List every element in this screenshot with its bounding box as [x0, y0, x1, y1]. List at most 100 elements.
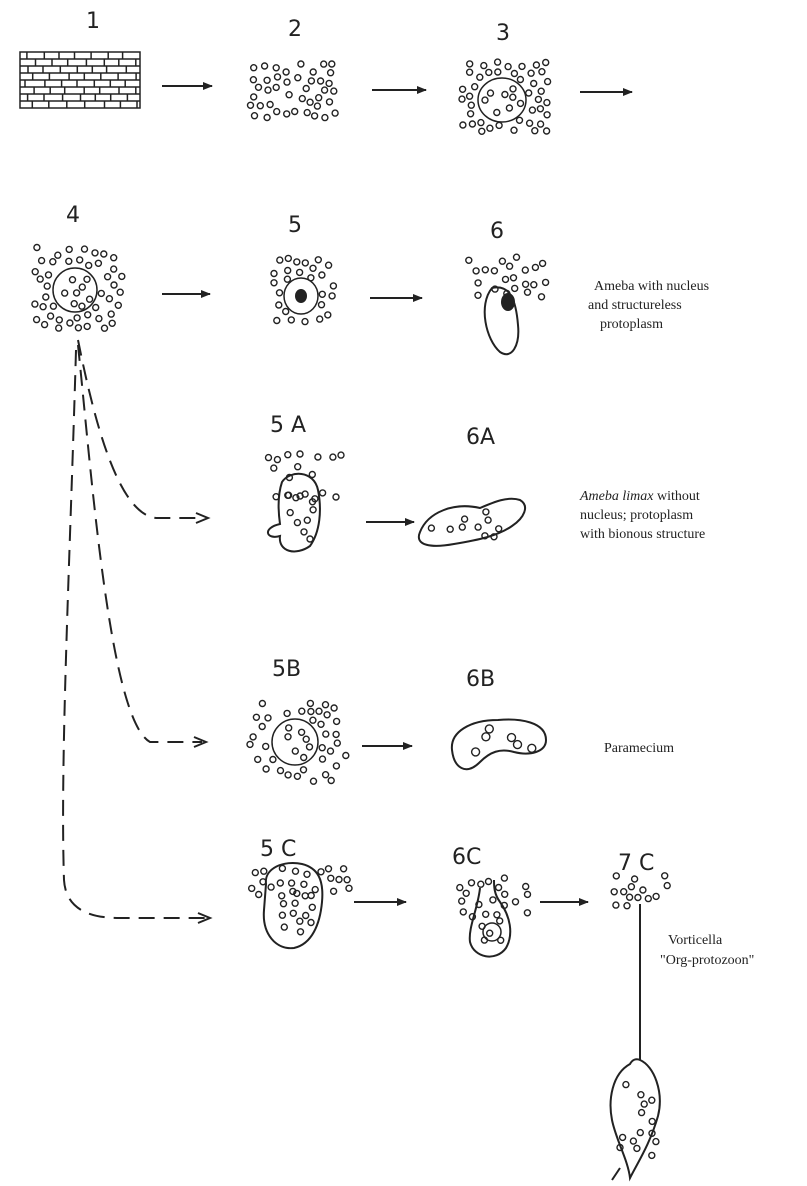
- bion-dot: [475, 292, 481, 298]
- bion-dot: [510, 86, 516, 92]
- bion-dot: [333, 763, 339, 769]
- bion-dot: [292, 748, 298, 754]
- bion-dot: [478, 881, 484, 887]
- bion-dot: [517, 77, 523, 83]
- bion-dot: [34, 245, 40, 251]
- bion-dot: [115, 302, 121, 308]
- bion-dot: [85, 312, 91, 318]
- bion-dot: [514, 254, 520, 260]
- bion-dot: [312, 887, 318, 893]
- bion-dot: [74, 315, 80, 321]
- bion-dot: [613, 902, 619, 908]
- bion-dot: [334, 718, 340, 724]
- bion-dot: [281, 924, 287, 930]
- bion-dot: [303, 913, 309, 919]
- stage-label-5b: 5B: [272, 657, 301, 682]
- caption-paramecium: Paramecium: [604, 741, 674, 756]
- bion-dot: [502, 891, 508, 897]
- bion-cluster-2: [248, 61, 339, 121]
- bion-dot: [316, 95, 322, 101]
- bion-dot: [662, 873, 668, 879]
- bion-dot: [251, 94, 257, 100]
- bion-dot: [274, 109, 280, 115]
- bion-dot: [459, 524, 465, 530]
- bion-dot: [270, 757, 276, 763]
- bion-dot: [490, 897, 496, 903]
- bion-cluster-4: [32, 245, 125, 332]
- bion-dot: [495, 59, 501, 65]
- bion-dot: [56, 325, 62, 331]
- bion-dot: [50, 303, 56, 309]
- bion-dot: [635, 895, 641, 901]
- bion-dot: [284, 710, 290, 716]
- bion-dot: [253, 714, 259, 720]
- bion-dot: [298, 61, 304, 67]
- bion-dot: [502, 92, 508, 98]
- bion-dot: [271, 465, 277, 471]
- bion-dot: [620, 1134, 626, 1140]
- branch-to-5c: [63, 350, 206, 918]
- bion-dot: [93, 305, 99, 311]
- bion-dot: [37, 276, 43, 282]
- bion-dot: [332, 110, 338, 116]
- bion-dot: [252, 113, 258, 119]
- bion-dot: [84, 276, 90, 282]
- bion-cluster-5c: [249, 863, 352, 948]
- bion-dot: [98, 290, 104, 296]
- bion-dot: [533, 62, 539, 68]
- bion-cluster-3: [459, 59, 551, 134]
- branch-to-5a-head: [196, 513, 208, 523]
- bion-dot: [495, 69, 501, 75]
- bion-dot: [50, 259, 56, 265]
- bion-dot: [297, 918, 303, 924]
- bion-dot: [307, 99, 313, 105]
- bion-dot: [310, 717, 316, 723]
- bion-dot: [259, 724, 265, 730]
- bion-dot: [274, 457, 280, 463]
- bion-dot: [653, 1139, 659, 1145]
- stage-label-6c: 6C: [452, 845, 481, 870]
- bion-dot: [34, 317, 40, 323]
- bion-dot: [304, 517, 310, 523]
- bion-dot: [632, 876, 638, 882]
- bion-dot: [331, 888, 337, 894]
- bion-dot: [70, 277, 76, 283]
- bion-dot: [496, 885, 502, 891]
- bion-dot: [66, 258, 72, 264]
- bion-dot: [286, 725, 292, 731]
- bion-dot: [543, 279, 549, 285]
- bion-cluster-6c: [457, 875, 531, 956]
- bion-dot: [460, 122, 466, 128]
- bion-dot: [482, 97, 488, 103]
- bion-dot: [664, 883, 670, 889]
- stage-label-2: 2: [288, 17, 302, 42]
- bion-dot: [312, 113, 318, 119]
- bion-dot: [79, 303, 85, 309]
- bion-dot: [487, 125, 493, 131]
- caption-ameba-limax-rest: without: [653, 489, 699, 504]
- bion-dot: [485, 517, 491, 523]
- bion-dot: [277, 880, 283, 886]
- bion-dot: [318, 78, 324, 84]
- bion-dot: [283, 309, 289, 315]
- bion-dot: [249, 885, 255, 891]
- ameba-with-nucleus: [466, 254, 549, 354]
- bion-dot: [322, 115, 328, 121]
- bion-dot: [528, 744, 536, 752]
- bion-dot: [641, 1101, 647, 1107]
- bion-dot: [111, 255, 117, 261]
- bion-dot: [329, 61, 335, 67]
- bion-dot: [447, 526, 453, 532]
- bion-dot: [322, 87, 328, 93]
- bion-dot: [528, 70, 534, 76]
- bion-dot: [467, 93, 473, 99]
- bion-dot: [539, 294, 545, 300]
- bion-dot: [513, 899, 519, 905]
- bion-dot: [277, 290, 283, 296]
- bion-dot: [638, 1092, 644, 1098]
- bion-dot: [478, 120, 484, 126]
- bion-dot: [301, 529, 307, 535]
- bion-dot: [302, 260, 308, 266]
- bion-dot: [56, 317, 62, 323]
- bion-dot: [278, 768, 284, 774]
